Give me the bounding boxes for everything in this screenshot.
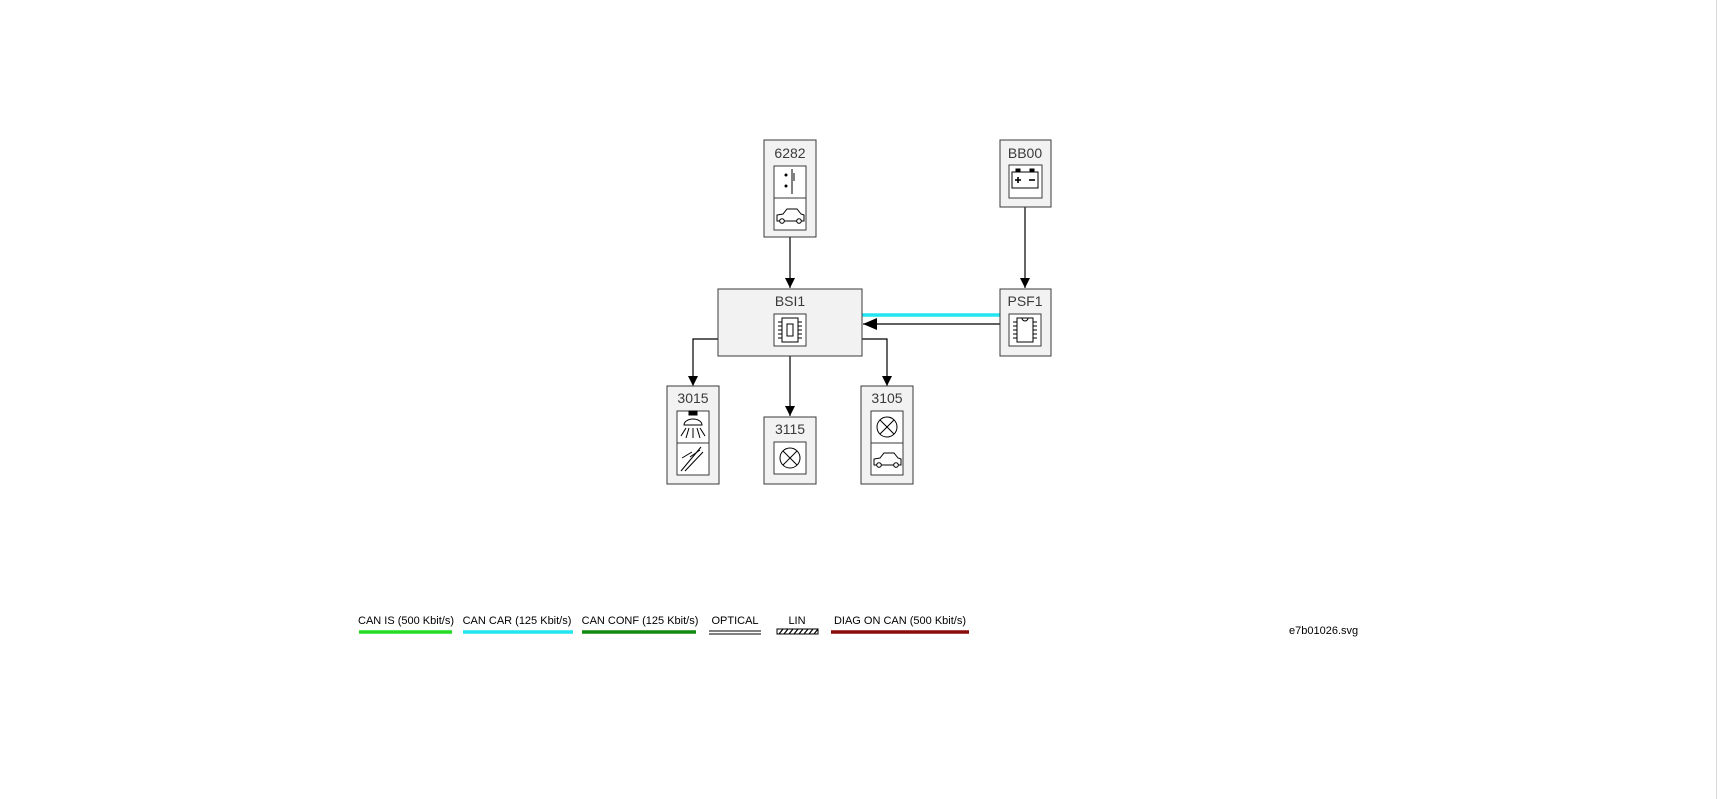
node-psf1-label: PSF1 xyxy=(1007,293,1042,309)
legend-item-optical: OPTICAL xyxy=(709,615,761,635)
legend-label: CAN CAR (125 Kbit/s) xyxy=(463,615,572,627)
spotlight-icon xyxy=(680,446,704,472)
legend-label: CAN IS (500 Kbit/s) xyxy=(358,615,454,627)
legend-item-can-is: CAN IS (500 Kbit/s) xyxy=(358,615,454,634)
legend-label: CAN CONF (125 Kbit/s) xyxy=(582,615,699,627)
ceiling-lamp-icon xyxy=(680,410,706,439)
car-icon xyxy=(776,208,805,224)
wire-bsi1-3015 xyxy=(688,338,718,386)
node-bsi1[interactable]: BSI1 xyxy=(717,288,863,357)
node-6282[interactable]: 6282 xyxy=(763,139,817,238)
node-psf1[interactable]: PSF1 xyxy=(999,288,1052,357)
legend: CAN IS (500 Kbit/s) CAN CAR (125 Kbit/s)… xyxy=(358,615,969,635)
node-bb00[interactable]: BB00 xyxy=(999,139,1052,208)
legend-item-can-car: CAN CAR (125 Kbit/s) xyxy=(463,615,573,634)
node-3115[interactable]: 3115 xyxy=(763,416,817,485)
page-edge-rule xyxy=(1716,0,1717,799)
node-3115-label: 3115 xyxy=(775,421,805,437)
legend-label: DIAG ON CAN (500 Kbit/s) xyxy=(834,615,966,627)
legend-label: OPTICAL xyxy=(711,615,758,627)
file-name: e7b01026.svg xyxy=(1289,625,1358,637)
node-bsi1-label: BSI1 xyxy=(775,293,806,309)
lamp-icon xyxy=(779,447,801,469)
legend-label: LIN xyxy=(788,615,805,627)
wire-bsi1-3105 xyxy=(862,338,892,386)
legend-item-lin: LIN xyxy=(776,615,819,635)
node-3105-label: 3105 xyxy=(871,390,902,406)
battery-icon xyxy=(1011,168,1039,189)
door-switch-icon xyxy=(784,169,795,194)
ecu-chip-icon xyxy=(1013,317,1037,343)
car-icon xyxy=(873,452,902,468)
node-6282-label: 6282 xyxy=(774,145,805,161)
node-3015-label: 3015 xyxy=(677,390,708,406)
node-3105[interactable]: 3105 xyxy=(860,385,914,485)
ecu-chip-icon xyxy=(778,317,802,343)
lamp-icon xyxy=(876,416,898,438)
connections xyxy=(688,207,1030,416)
legend-item-can-conf: CAN CONF (125 Kbit/s) xyxy=(582,615,699,634)
node-3015[interactable]: 3015 xyxy=(666,385,720,485)
legend-item-diag-on-can: DIAG ON CAN (500 Kbit/s) xyxy=(831,615,969,634)
node-bb00-label: BB00 xyxy=(1008,145,1042,161)
